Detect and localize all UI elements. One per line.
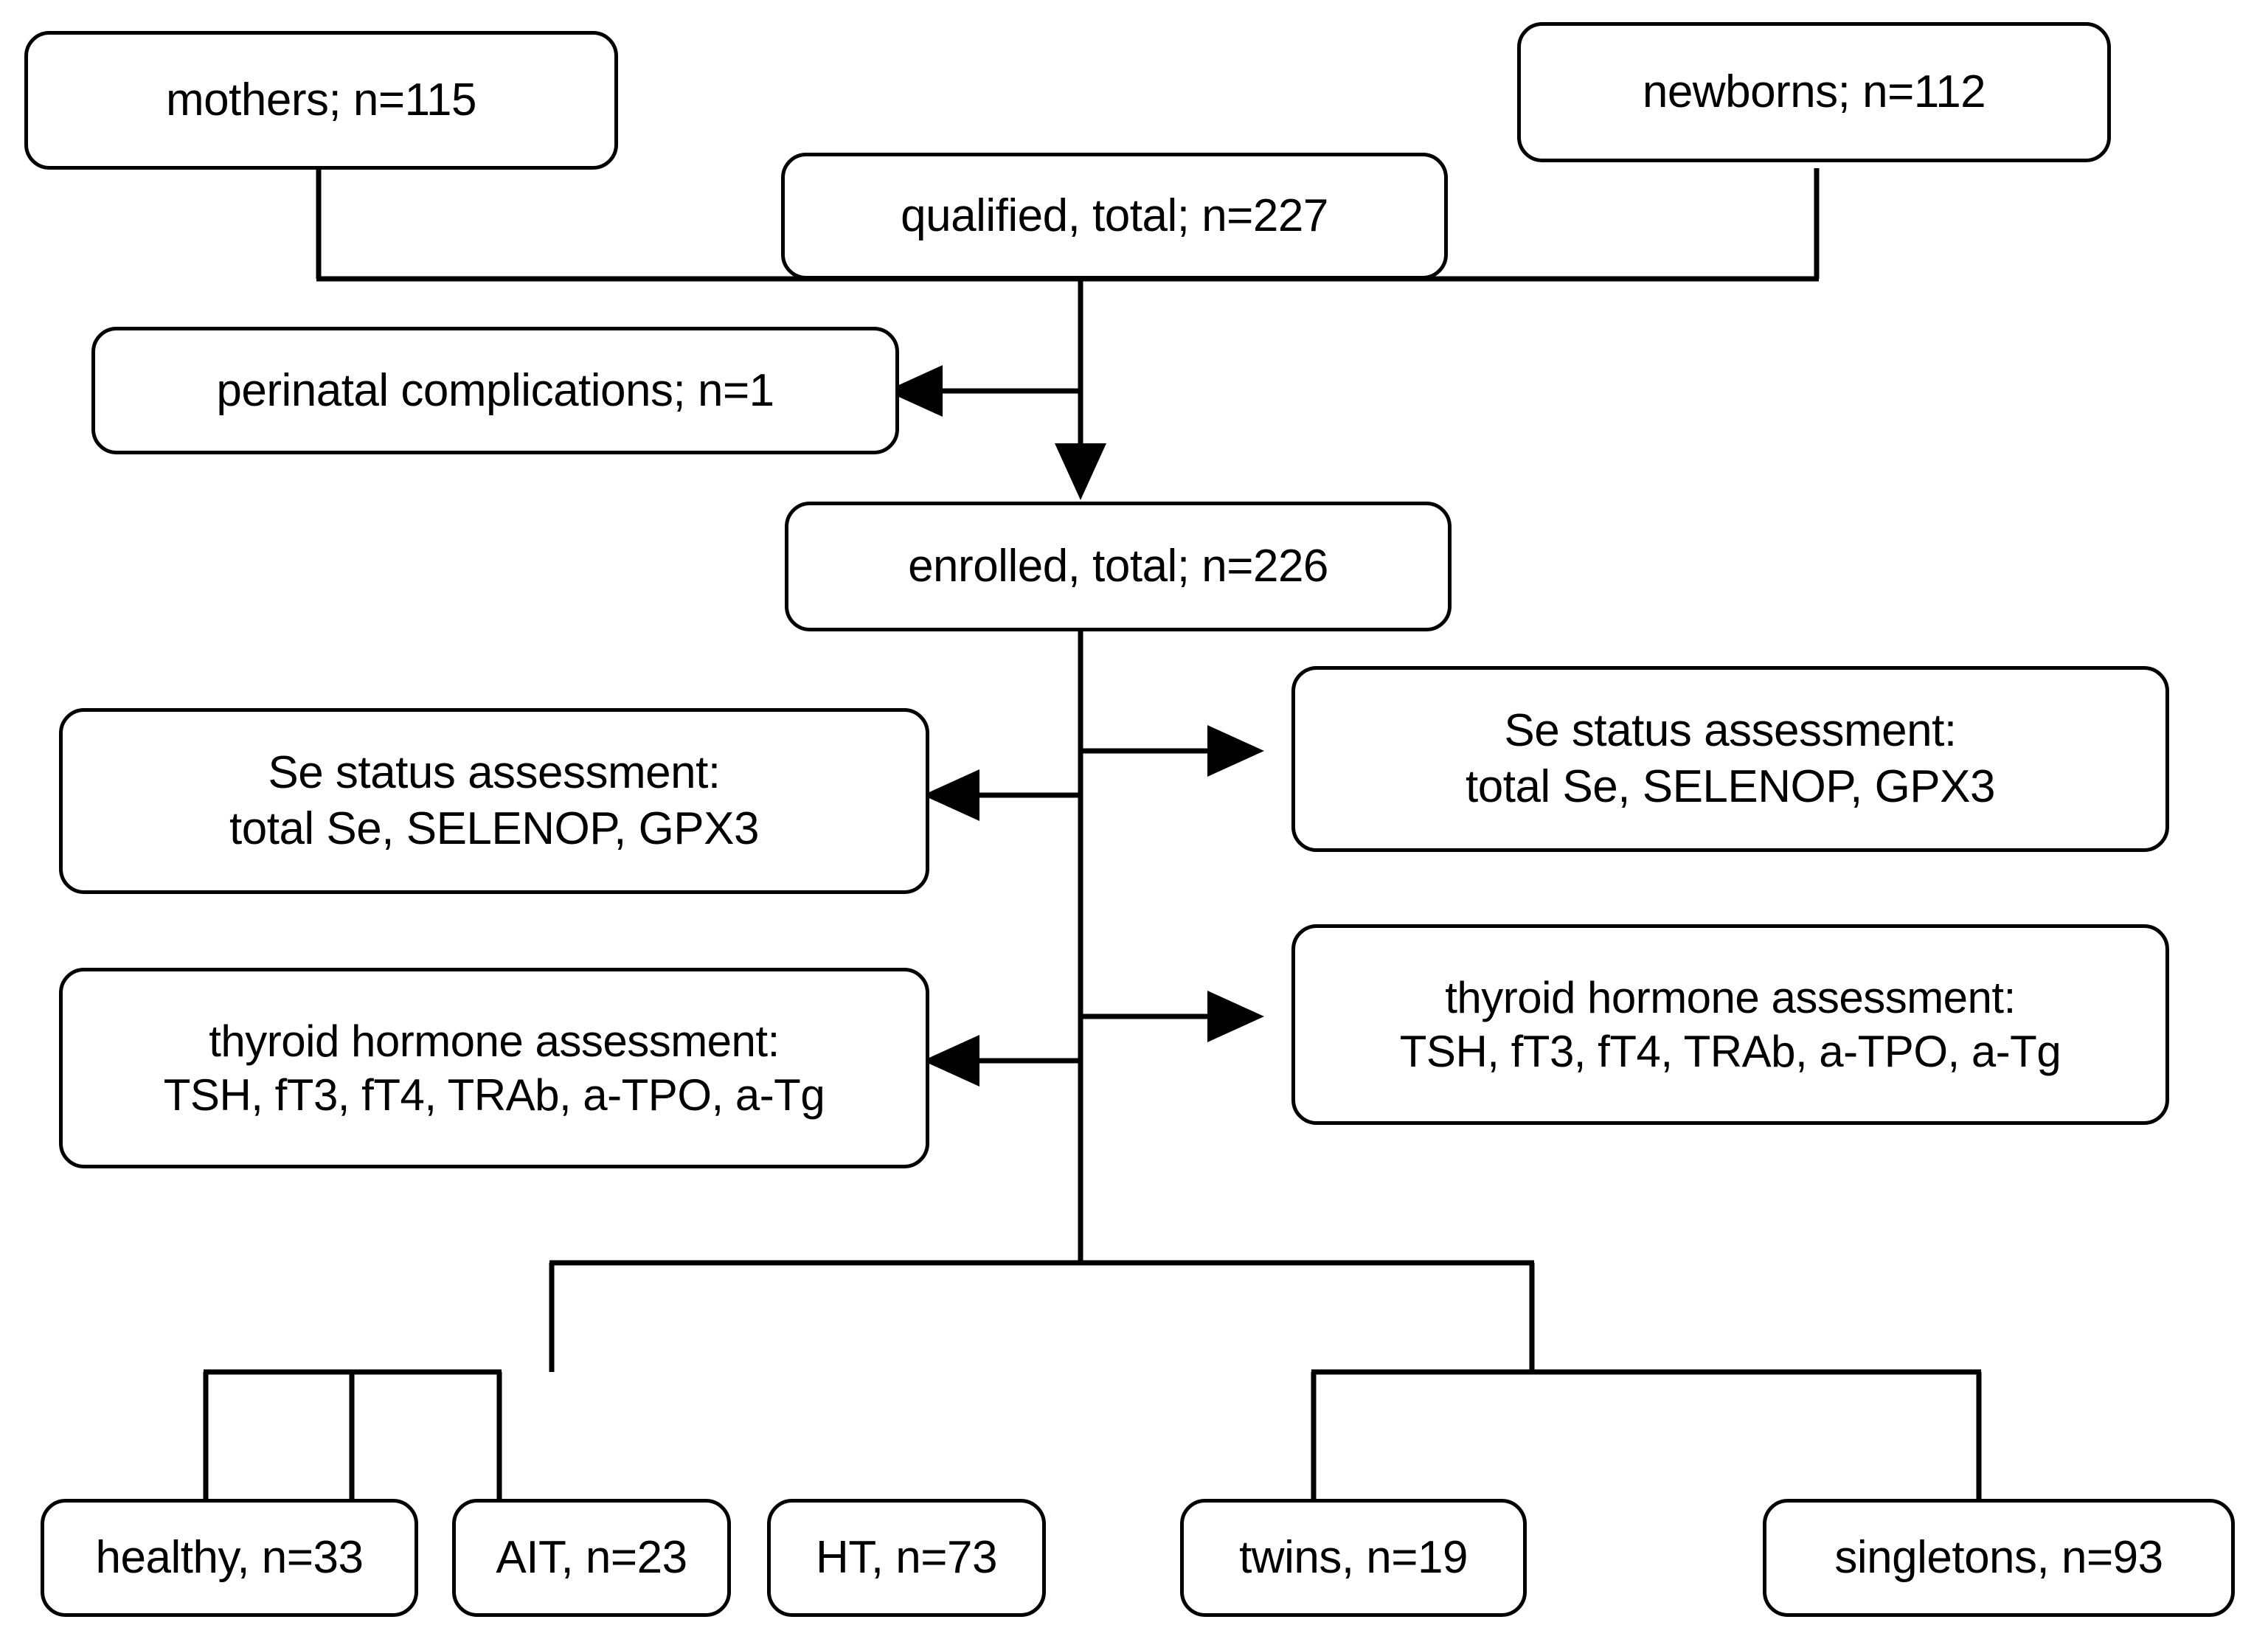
node-newborns-label: newborns; n=112 (1642, 66, 1986, 118)
node-enrolled-total[interactable]: enrolled, total; n=226 (785, 502, 1452, 631)
node-thyroid-left-label: thyroid hormone assessment: TSH, fT3, fT… (163, 1016, 825, 1120)
node-twins-label: twins, n=19 (1239, 1532, 1468, 1584)
node-ait[interactable]: AIT, n=23 (452, 1499, 731, 1617)
node-ht[interactable]: HT, n=73 (767, 1499, 1046, 1617)
node-thyroid-right[interactable]: thyroid hormone assessment: TSH, fT3, fT… (1291, 924, 2169, 1125)
node-singletons[interactable]: singletons, n=93 (1763, 1499, 2235, 1617)
node-se-status-left[interactable]: Se status assessment: total Se, SELENOP,… (59, 708, 929, 894)
node-se-status-left-label: Se status assessment: total Se, SELENOP,… (229, 747, 759, 854)
node-qualified-total-label: qualified, total; n=227 (901, 190, 1328, 242)
node-healthy[interactable]: healthy, n=33 (41, 1499, 418, 1617)
node-twins[interactable]: twins, n=19 (1180, 1499, 1527, 1617)
node-se-status-right[interactable]: Se status assessment: total Se, SELENOP,… (1291, 666, 2169, 852)
node-singletons-label: singletons, n=93 (1834, 1532, 2163, 1584)
node-se-status-right-label: Se status assessment: total Se, SELENOP,… (1466, 705, 1995, 812)
node-healthy-label: healthy, n=33 (95, 1532, 364, 1584)
node-newborns[interactable]: newborns; n=112 (1517, 22, 2111, 162)
node-ait-label: AIT, n=23 (496, 1532, 687, 1584)
node-perinatal-complications-label: perinatal complications; n=1 (216, 364, 774, 416)
node-qualified-total[interactable]: qualified, total; n=227 (781, 153, 1448, 280)
node-thyroid-right-label: thyroid hormone assessment: TSH, fT3, fT… (1399, 972, 2061, 1076)
node-enrolled-total-label: enrolled, total; n=226 (908, 541, 1328, 592)
node-mothers[interactable]: mothers; n=115 (24, 31, 618, 170)
node-thyroid-left[interactable]: thyroid hormone assessment: TSH, fT3, fT… (59, 968, 929, 1168)
node-mothers-label: mothers; n=115 (166, 74, 476, 126)
node-perinatal-complications[interactable]: perinatal complications; n=1 (91, 327, 899, 454)
node-ht-label: HT, n=73 (816, 1532, 997, 1584)
